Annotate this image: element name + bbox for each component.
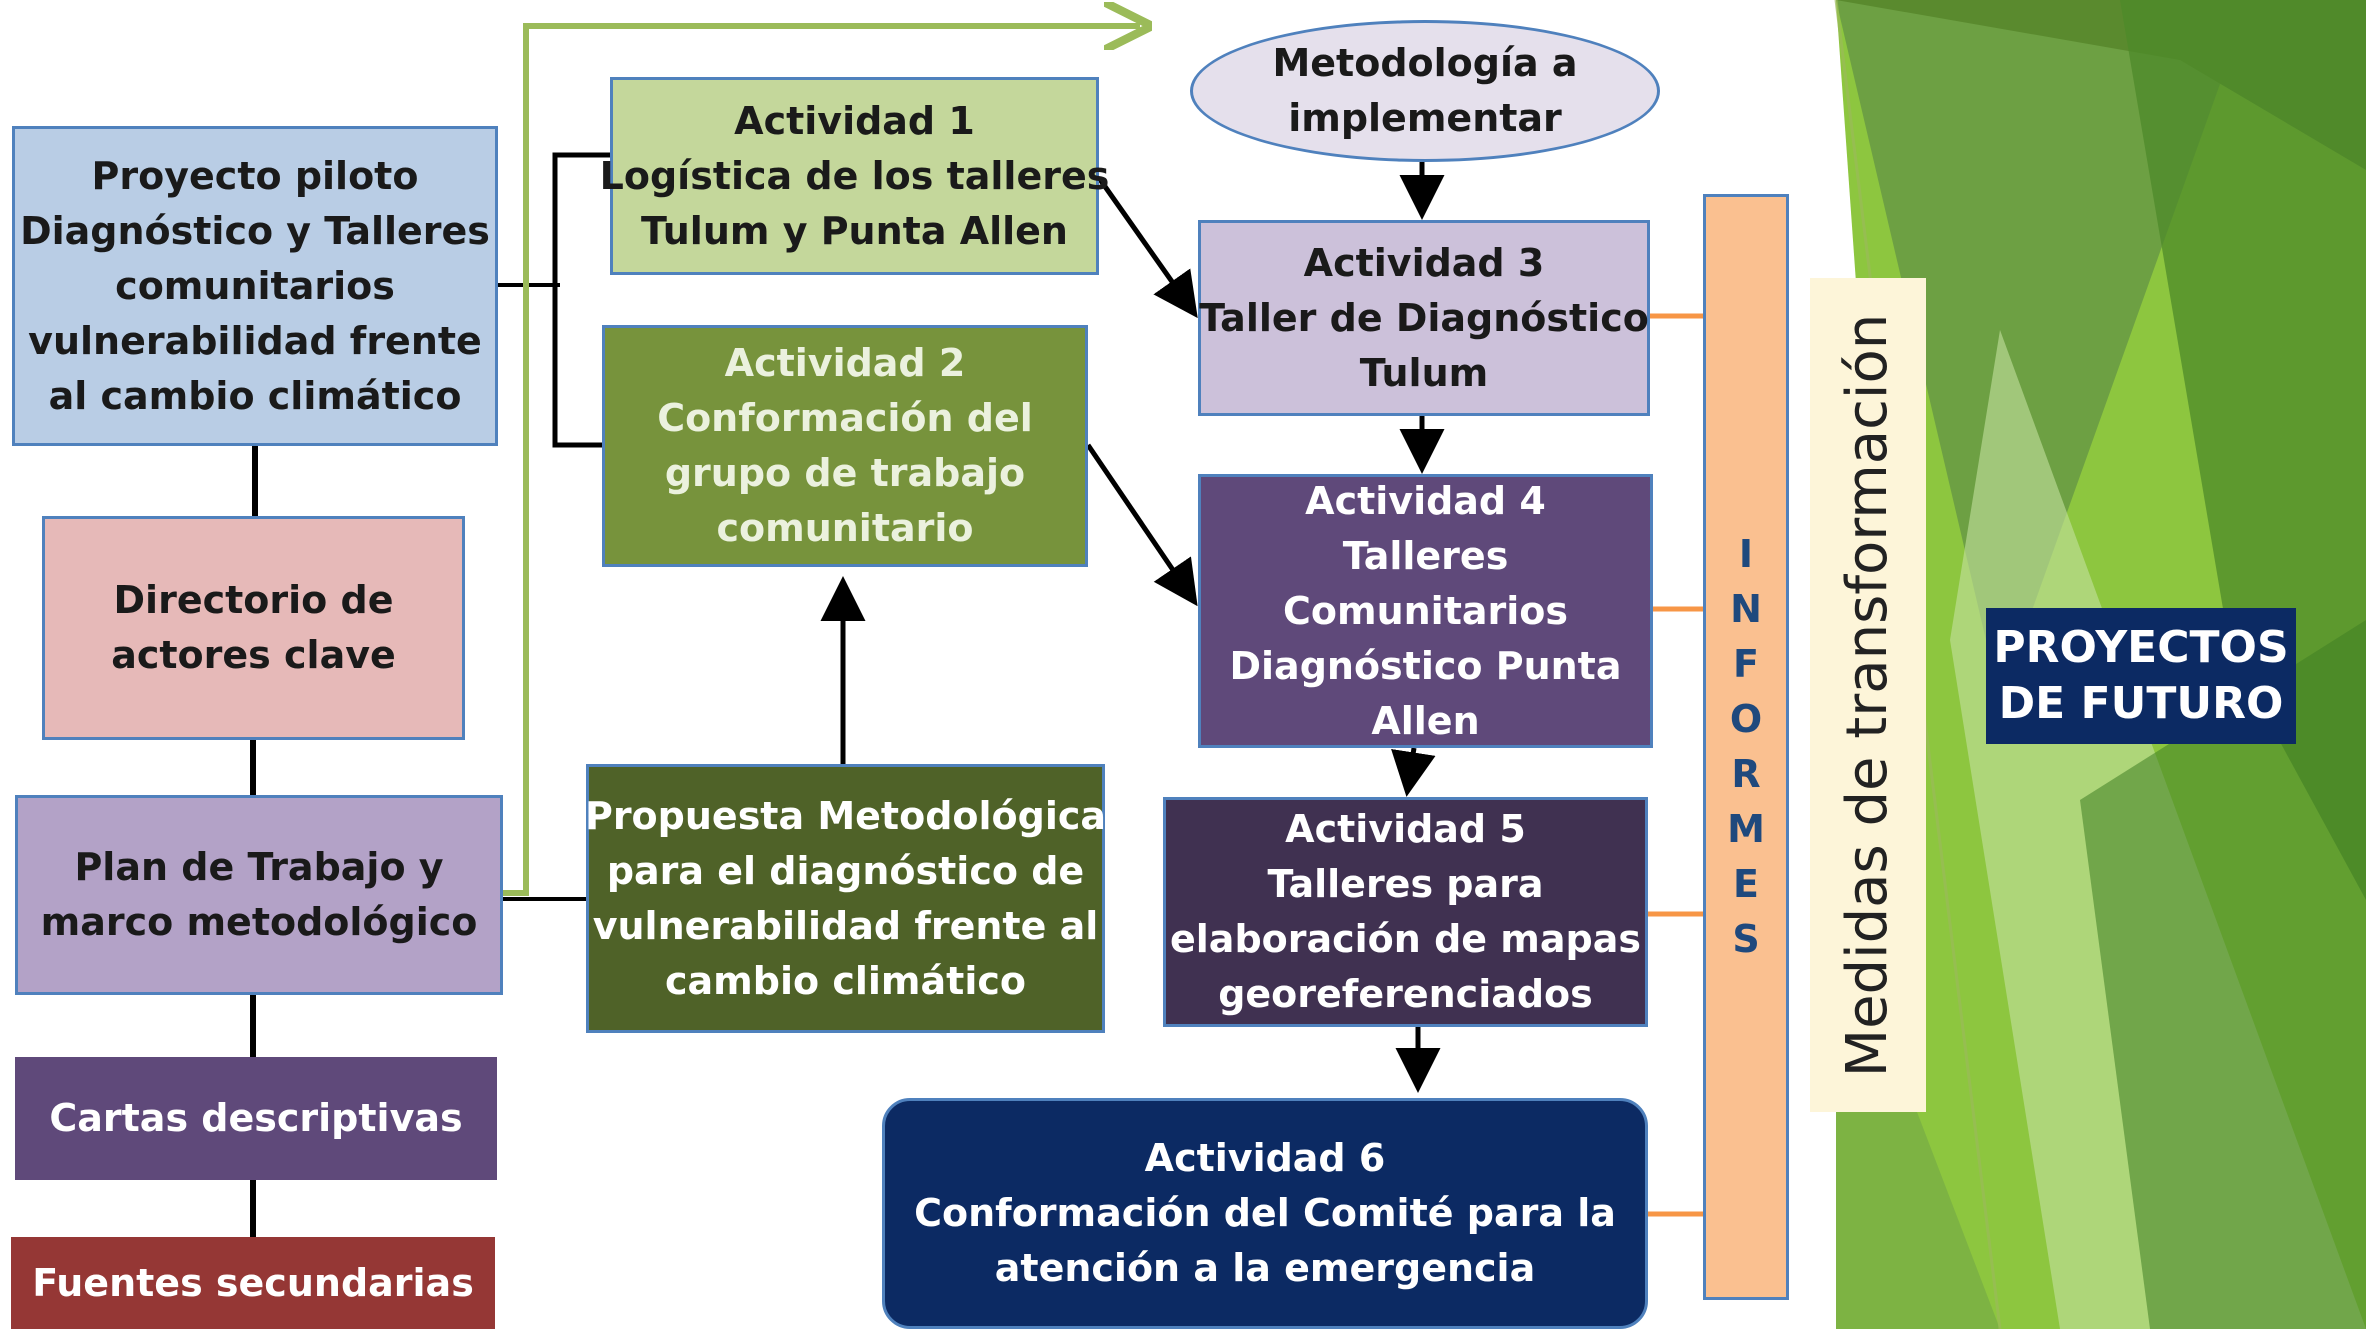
actividad1-box: Actividad 1 Logística de los talleres Tu… — [600, 77, 1109, 275]
actividad5-line: Talleres para — [1267, 862, 1544, 906]
actividad2-line: Conformación del — [657, 396, 1033, 440]
metodologia-line: Metodología a — [1272, 41, 1578, 85]
bracket-actividades — [552, 152, 610, 448]
directorio-box: Directorio de actores clave — [42, 516, 465, 740]
proyecto-piloto-line: comunitarios — [115, 263, 395, 308]
informes-bar: INFORMES — [1703, 194, 1789, 1300]
directorio-line: actores clave — [111, 633, 396, 677]
actividad2-line: grupo de trabajo — [664, 451, 1026, 495]
actividad2-box: Actividad 2 Conformación del grupo de tr… — [602, 325, 1088, 567]
actividad3-line: Taller de Diagnóstico — [1199, 295, 1649, 340]
proyectos-futuro-badge: PROYECTOS DE FUTURO — [1986, 608, 2296, 744]
actividad1-line: Tulum y Punta Allen — [641, 208, 1068, 253]
actividad4-line: Allen — [1371, 698, 1480, 743]
actividad6-line: Conformación del Comité para la — [914, 1191, 1616, 1235]
cartas-box: Cartas descriptivas — [15, 1057, 497, 1180]
actividad5-line: georeferenciados — [1218, 972, 1593, 1016]
propuesta-line: Propuesta Metodológica — [584, 793, 1107, 838]
actividad2-line: comunitario — [716, 506, 974, 550]
fuentes-line: Fuentes secundarias — [32, 1260, 474, 1305]
fuentes-box: Fuentes secundarias — [11, 1237, 495, 1329]
arrow-actividad4-actividad5 — [1391, 747, 1436, 797]
metodologia-ellipse: Metodología a implementar — [1190, 20, 1660, 162]
metodologia-line: implementar — [1288, 96, 1562, 140]
plan-trabajo-line: Plan de Trabajo y — [74, 845, 444, 889]
actividad6-line: atención a la emergencia — [994, 1246, 1536, 1290]
green-arrow-plan-metodologia — [503, 26, 1140, 896]
plan-trabajo-line: marco metodológico — [40, 900, 478, 944]
propuesta-line: vulnerabilidad frente al — [592, 903, 1099, 948]
directorio-line: Directorio de — [113, 578, 394, 622]
informes-label: INFORMES — [1727, 532, 1765, 961]
arrow-actividad1-actividad3 — [1096, 176, 1198, 319]
badge-line: PROYECTOS — [1993, 622, 2289, 673]
plan-trabajo-box: Plan de Trabajo y marco metodológico — [15, 795, 503, 995]
actividad6-box: Actividad 6 Conformación del Comité para… — [882, 1098, 1648, 1329]
actividad3-line: Tulum — [1359, 350, 1489, 395]
actividad5-line: Actividad 5 — [1285, 807, 1526, 851]
actividad6-line: Actividad 6 — [1144, 1136, 1386, 1180]
actividad5-box: Actividad 5 Talleres para elaboración de… — [1163, 797, 1648, 1027]
arrow-actividad2-actividad4 — [1085, 443, 1198, 607]
proyecto-piloto-box: Proyecto piloto Diagnóstico y Talleres c… — [12, 126, 498, 446]
proyecto-piloto-line: Proyecto piloto — [91, 153, 419, 198]
cartas-line: Cartas descriptivas — [49, 1096, 463, 1140]
badge-line: DE FUTURO — [1998, 678, 2284, 729]
proyecto-piloto-line: vulnerabilidad frente — [28, 318, 482, 363]
actividad5-line: elaboración de mapas — [1170, 917, 1641, 961]
actividad1-line: Logística de los talleres — [599, 153, 1110, 198]
actividad4-line: Comunitarios — [1282, 588, 1569, 633]
actividad2-line: Actividad 2 — [724, 341, 966, 385]
propuesta-line: para el diagnóstico de — [606, 848, 1085, 893]
actividad4-box: Actividad 4 Talleres Comunitarios Diagnó… — [1198, 474, 1653, 748]
medidas-panel: Medidas de transformación — [1810, 278, 1926, 1112]
actividad3-box: Actividad 3 Taller de Diagnóstico Tulum — [1198, 220, 1650, 416]
actividad4-line: Actividad 4 — [1305, 478, 1546, 523]
actividad3-line: Actividad 3 — [1303, 240, 1545, 285]
actividad1-line: Actividad 1 — [734, 98, 975, 143]
proyecto-piloto-line: al cambio climático — [48, 373, 462, 418]
medidas-label: Medidas de transformación — [1835, 313, 1901, 1077]
propuesta-line: cambio climático — [665, 958, 1026, 1003]
proyecto-piloto-line: Diagnóstico y Talleres — [20, 208, 490, 253]
actividad4-line: Talleres — [1342, 533, 1509, 578]
actividad4-line: Diagnóstico Punta — [1229, 643, 1622, 688]
propuesta-box: Propuesta Metodológica para el diagnósti… — [584, 764, 1107, 1033]
